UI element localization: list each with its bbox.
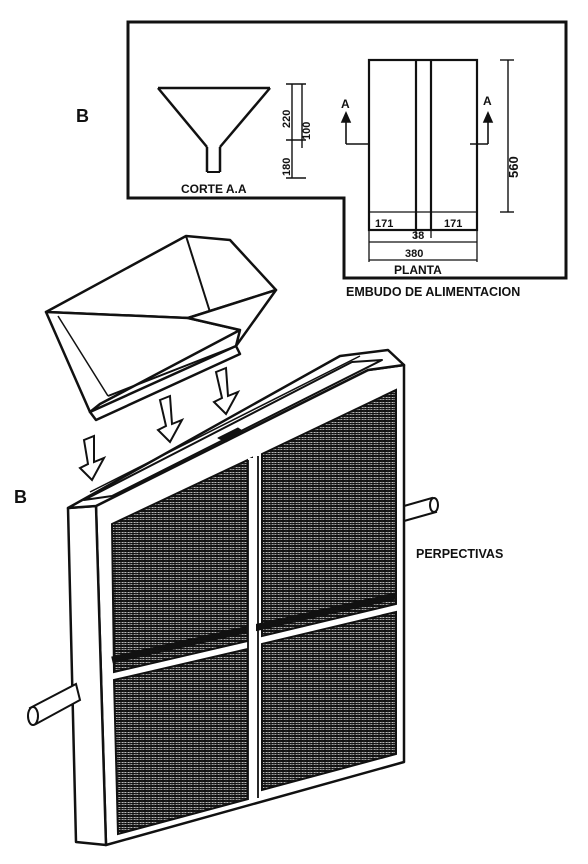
corte-label: CORTE A.A — [181, 182, 247, 196]
dim-171-left: 171 — [375, 218, 393, 230]
flow-arrow-2 — [156, 394, 185, 444]
plan-width-dimensions — [368, 218, 478, 262]
funnel-plan-view — [367, 58, 479, 232]
label-b-top: B — [76, 106, 89, 126]
dim-171-right: 171 — [444, 218, 462, 230]
mesh-grid — [110, 388, 397, 836]
axle-right — [403, 496, 439, 523]
planta-label: PLANTA — [394, 263, 442, 277]
section-marker-right — [470, 111, 494, 145]
flow-arrow-1 — [78, 434, 107, 482]
funnel-detail-panel: B CORTE A.A 220 100 180 — [76, 20, 568, 280]
flow-arrow-3 — [212, 366, 241, 416]
mesh-panel-top-right — [261, 388, 397, 638]
hopper — [44, 234, 278, 422]
dim-560: 560 — [506, 156, 521, 178]
hopper-left-wall — [44, 310, 242, 414]
dim-38: 38 — [412, 230, 424, 242]
marker-a-right: A — [483, 94, 492, 108]
dim-100: 100 — [301, 122, 313, 140]
funnel-section-view — [157, 86, 271, 173]
dim-380: 380 — [405, 248, 423, 260]
flow-arrows — [78, 366, 241, 482]
marker-a-left: A — [341, 97, 350, 111]
section-dimensions — [286, 83, 306, 179]
detail-border — [126, 20, 568, 280]
label-b-bottom: B — [14, 487, 27, 507]
dim-220: 220 — [281, 110, 293, 128]
embudo-label: EMBUDO DE ALIMENTACION — [346, 285, 520, 299]
plan-height-dimension — [500, 59, 514, 213]
axle-left — [27, 682, 82, 726]
dim-180: 180 — [281, 158, 293, 176]
perspectivas-label: PERPECTIVAS — [416, 547, 503, 561]
hopper-outlet — [88, 344, 242, 422]
section-marker-left — [340, 111, 370, 145]
mesh-panel-bottom-right — [261, 610, 397, 792]
